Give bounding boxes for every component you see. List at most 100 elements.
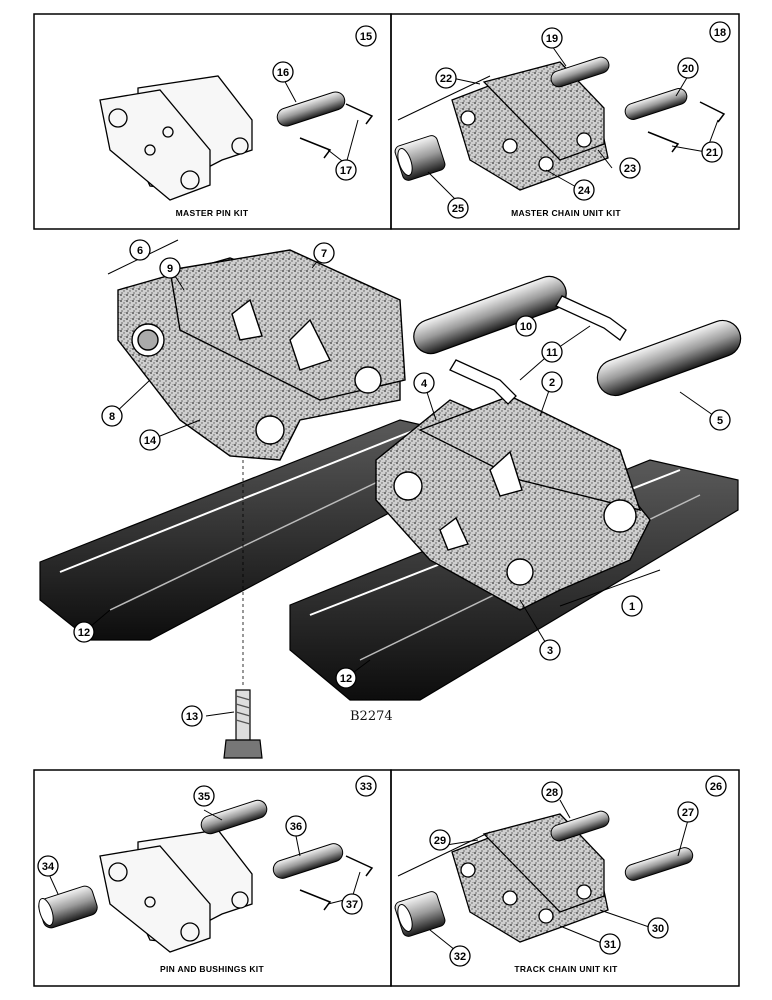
callout-circle-3 <box>539 639 561 661</box>
callout-label-20: 20 <box>682 63 694 75</box>
callout-label-8: 8 <box>109 411 115 423</box>
callout-label-11: 11 <box>546 347 558 359</box>
master-pin-kit-link <box>99 75 253 201</box>
caption-pin-and-bushings-kit: PIN AND BUSHINGS KIT <box>160 964 264 974</box>
callout-label-9: 9 <box>167 263 173 275</box>
callout-circle-8 <box>101 405 123 427</box>
callout-label-31: 31 <box>604 939 616 951</box>
callout-label-25: 25 <box>452 203 464 215</box>
callout-label-7: 7 <box>321 248 327 260</box>
callout-label-12: 12 <box>78 627 90 639</box>
callout-circle-19 <box>541 27 563 49</box>
callout-circle-27 <box>677 801 699 823</box>
kit-box-track-chain-unit <box>390 769 740 987</box>
callout-circle-14 <box>139 429 161 451</box>
part-32-bushing <box>394 891 446 937</box>
callout-circle-16 <box>272 61 294 83</box>
callout-circle-21 <box>701 141 723 163</box>
callout-label-5: 5 <box>717 415 723 427</box>
callout-circle-24 <box>573 179 595 201</box>
part-11-clip <box>449 295 627 405</box>
part-13-bolt <box>223 689 263 759</box>
callout-label-28: 28 <box>546 787 558 799</box>
callout-label-34: 34 <box>42 861 55 873</box>
part-25-bushing <box>394 135 446 181</box>
link-assembly-upper <box>117 249 406 461</box>
callout-label-10: 10 <box>520 321 532 333</box>
caption-master-chain-unit-kit: MASTER CHAIN UNIT KIT <box>511 208 621 218</box>
callout-label-24: 24 <box>578 185 591 197</box>
part-36-pin <box>272 843 344 879</box>
callout-circle-15 <box>355 25 377 47</box>
callout-circle-20 <box>677 57 699 79</box>
part-37-clip <box>299 855 374 911</box>
callout-circle-7 <box>313 242 335 264</box>
callout-label-23: 23 <box>624 163 636 175</box>
callout-label-37: 37 <box>346 899 358 911</box>
master-chain-unit-link <box>451 61 609 191</box>
callout-label-1: 1 <box>629 601 635 613</box>
part-27-pin <box>624 847 694 881</box>
callout-label-29: 29 <box>434 835 446 847</box>
callout-label-18: 18 <box>714 27 726 39</box>
callout-label-2: 2 <box>549 377 555 389</box>
callout-circle-11 <box>541 341 563 363</box>
callout-label-36: 36 <box>290 821 302 833</box>
callout-label-15: 15 <box>360 31 372 43</box>
callout-circle-17 <box>335 159 357 181</box>
callout-circle-34 <box>37 855 59 877</box>
part-28-pin <box>550 810 610 842</box>
callout-circle-31 <box>599 933 621 955</box>
callout-label-4: 4 <box>421 378 428 390</box>
part-35-pin <box>200 799 268 835</box>
callout-label-35: 35 <box>198 791 210 803</box>
callout-circle-2 <box>541 371 563 393</box>
callout-circle-30 <box>647 917 669 939</box>
callout-circle-5 <box>709 409 731 431</box>
callout-circle-13 <box>181 705 203 727</box>
callout-circle-23 <box>619 157 641 179</box>
track-chain-unit-link <box>451 813 609 943</box>
callout-circle-12 <box>73 621 95 643</box>
callout-circle-9 <box>159 257 181 279</box>
callout-circle-36 <box>285 815 307 837</box>
pin-and-bushings-kit-link <box>99 829 253 953</box>
callout-label-26: 26 <box>710 781 722 793</box>
callout-circle-32 <box>449 945 471 967</box>
callout-circle-22 <box>435 67 457 89</box>
callout-circle-4 <box>413 372 435 394</box>
callout-circle-6 <box>129 239 151 261</box>
caption-track-chain-unit-kit: TRACK CHAIN UNIT KIT <box>514 964 618 974</box>
callout-circle-18 <box>709 21 731 43</box>
part-12-track-shoe-left <box>39 419 471 641</box>
part-19-pin <box>550 56 610 88</box>
callout-label-12: 12 <box>340 673 352 685</box>
callout-label-21: 21 <box>706 147 718 159</box>
link-assembly-lower <box>375 395 651 611</box>
callout-label-32: 32 <box>454 951 466 963</box>
part-34-bushing <box>38 885 98 929</box>
drawing-number: B2274 <box>350 709 393 724</box>
callout-circle-12 <box>335 667 357 689</box>
callout-label-13: 13 <box>186 711 198 723</box>
kit-box-master-chain-unit <box>390 13 740 230</box>
callout-circle-33 <box>355 775 377 797</box>
callout-circle-37 <box>341 893 363 915</box>
callout-label-17: 17 <box>340 165 352 177</box>
part-16-pin <box>276 91 346 127</box>
part-10-pin <box>413 275 567 355</box>
callout-label-16: 16 <box>277 67 289 79</box>
part-20-pin <box>624 88 688 120</box>
part-17-clip <box>299 103 374 159</box>
callout-circle-26 <box>705 775 727 797</box>
callout-circle-35 <box>193 785 215 807</box>
part-5-pin <box>596 319 742 397</box>
part-21-clip <box>647 101 726 153</box>
callout-circle-28 <box>541 781 563 803</box>
callout-label-22: 22 <box>440 73 452 85</box>
callout-circle-1 <box>621 595 643 617</box>
callout-label-19: 19 <box>546 33 558 45</box>
callout-label-30: 30 <box>652 923 664 935</box>
caption-master-pin-kit: MASTER PIN KIT <box>176 208 249 218</box>
